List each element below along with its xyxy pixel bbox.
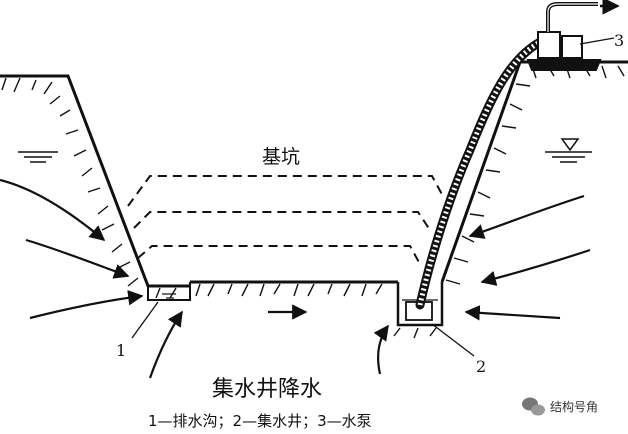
soil-hatch-left <box>1 77 437 339</box>
pump <box>526 2 602 71</box>
drain-water <box>162 293 176 299</box>
suction-hose <box>415 37 545 310</box>
callout-2: 2 <box>476 357 486 376</box>
water-table-right <box>545 138 592 163</box>
callout-1: 1 <box>116 341 126 360</box>
ground-left <box>0 74 190 288</box>
soil-hatch-right <box>445 65 625 285</box>
callout-leaders <box>131 37 615 357</box>
diagram-caption: 1—排水沟；2—集水井；3—水泵 <box>148 412 372 430</box>
wechat-icon <box>522 397 545 416</box>
pit-label: 基坑 <box>262 146 300 168</box>
water-table-left <box>18 151 58 163</box>
watermark-text: 结构号角 <box>550 399 598 414</box>
excavation-stages <box>127 175 445 265</box>
sump-well <box>396 282 444 327</box>
diagram-title: 集水井降水 <box>212 377 322 402</box>
watermark: 结构号角 <box>522 397 598 416</box>
drain-ditch <box>147 282 191 301</box>
seepage-arrows <box>0 178 591 379</box>
callout-3: 3 <box>614 31 624 50</box>
ground-right <box>440 60 628 283</box>
